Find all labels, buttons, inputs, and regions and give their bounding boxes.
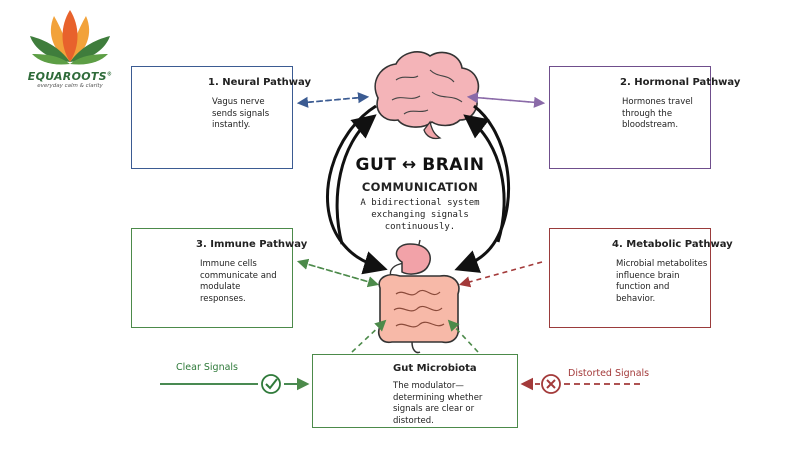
center-subtitle: COMMUNICATION [361,180,479,194]
checkmark-icon [265,378,278,390]
brain-to-gut-arrow-left [335,114,377,245]
gut-microbiota-title: Gut Microbiota [393,363,477,374]
metabolic-pathway-title: 4. Metabolic Pathway [612,239,733,250]
hormonal-pathway-description: Hormones travel through the bloodstream. [622,97,693,130]
gut-to-brain-arrow-left [326,104,388,275]
center-description: A bidirectional system exchanging signal… [360,198,480,232]
metabolic-pathway-description: Microbial metabolites influence brain fu… [616,259,708,304]
center-title: GUT ↔ BRAIN [330,155,510,175]
neural-pathway-title: 1. Neural Pathway [208,77,312,88]
neural-pathway-card: 1. Neural Pathway Vagus nerve sends sign… [131,66,311,169]
hormonal-connector [466,92,546,108]
logo-tagline: everyday calm & clarity [37,83,103,89]
lotus-logo-icon [30,10,110,65]
hormonal-pathway-card: 2. Hormonal Pathway Hormones travel thro… [549,66,740,169]
hormonal-pathway-title: 2. Hormonal Pathway [620,77,741,88]
brain-icon [374,51,480,140]
clear-signals-label: Clear Signals [176,362,238,373]
gut-icon [377,239,460,354]
check-circle-icon [261,374,281,394]
brain-to-gut-arrow-right [463,114,506,243]
logo-wordmark: EQUAROOTS® [27,70,113,83]
title-gut: GUT [355,155,397,175]
distorted-signals-label: Distorted Signals [568,368,650,379]
gut-microbiota-description: The modulator—determining whether signal… [393,381,483,426]
gut-microbiota-card: Gut Microbiota The modulator—determining… [312,354,518,428]
microbiota-connectors [351,319,479,353]
metabolic-connector [458,261,543,288]
immune-connector [296,258,380,288]
immune-pathway-title: 3. Immune Pathway [196,239,308,250]
metabolic-pathway-card: 4. Metabolic Pathway Microbial metabolit… [549,228,733,328]
immune-pathway-card: 3. Immune Pathway Immune cells communica… [131,228,307,328]
x-mark-icon [546,379,556,389]
neural-pathway-description: Vagus nerve sends signals instantly. [212,97,270,130]
title-brain: BRAIN [422,155,485,175]
title-arrow: ↔ [401,155,417,175]
immune-pathway-description: Immune cells communicate and modulate re… [200,259,277,304]
neural-connector [296,92,370,108]
